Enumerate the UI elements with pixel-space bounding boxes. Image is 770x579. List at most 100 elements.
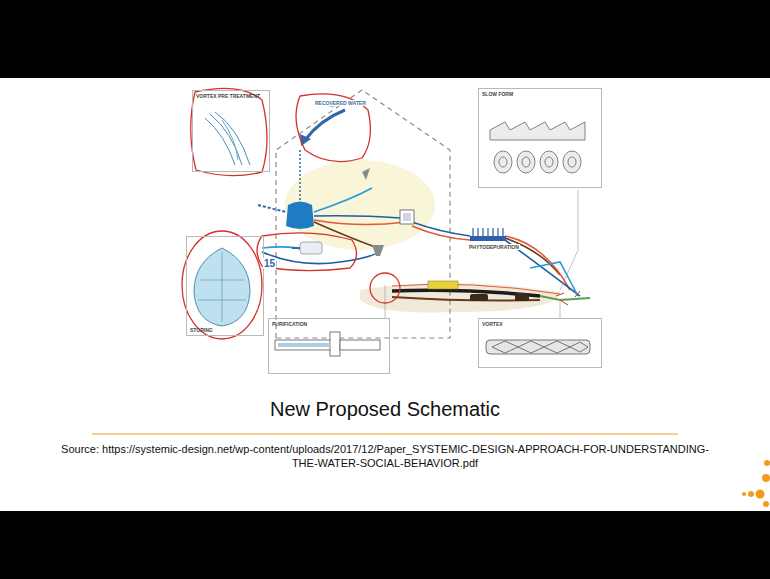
illustration-shape	[370, 273, 400, 303]
callout-label: 15	[263, 258, 276, 269]
illustration-shape	[412, 226, 470, 240]
illustration-shape	[764, 460, 770, 466]
illustration-shape	[200, 280, 244, 281]
detail-panel: VORTEX PRE TREATMENT	[192, 90, 270, 172]
illustration-shape	[756, 490, 765, 499]
panel-heading: PURIFICATION	[269, 319, 389, 329]
illustration-shape	[191, 88, 267, 175]
illustration-shape	[300, 242, 322, 254]
illustration-shape	[540, 296, 590, 300]
illustration-shape	[275, 332, 380, 356]
illustration-shape	[392, 284, 560, 294]
illustration-shape	[299, 150, 301, 200]
illustration-shape	[486, 340, 590, 354]
panel-heading: STORING	[187, 325, 263, 335]
illustration-shape	[522, 157, 530, 167]
illustration-shape	[205, 112, 250, 165]
slide-title: New Proposed Schematic	[0, 398, 770, 421]
illustration-shape	[285, 160, 435, 250]
illustration-shape	[276, 90, 450, 338]
illustration-shape	[490, 122, 585, 173]
illustration-shape	[556, 291, 580, 305]
illustration-shape	[560, 300, 561, 318]
illustration-shape	[497, 228, 498, 236]
illustration-shape	[742, 460, 770, 507]
source-caption: Source: https://systemic-design.net/wp-c…	[55, 442, 715, 470]
illustration-shape	[314, 222, 378, 248]
illustration-shape	[305, 110, 345, 140]
illustration-shape	[490, 122, 585, 140]
illustration-shape	[262, 188, 580, 296]
illustration-shape	[517, 151, 535, 173]
illustration-shape	[570, 342, 588, 352]
illustration-shape	[482, 228, 483, 236]
illustration-shape	[372, 245, 384, 256]
illustration-shape	[257, 233, 357, 271]
illustration-shape	[222, 120, 238, 160]
illustration-shape	[258, 205, 286, 212]
illustration-shape	[314, 216, 400, 218]
illustration-shape	[499, 157, 507, 167]
detail-panel: VORTEX	[478, 318, 602, 368]
illustration-shape	[473, 228, 503, 236]
illustration-shape	[198, 300, 246, 301]
illustration-shape	[492, 341, 518, 353]
callout-label: PHYTODEPURATION	[468, 244, 520, 250]
illustration-shape	[360, 283, 560, 313]
illustration-shape	[205, 118, 235, 165]
illustration-shape	[502, 228, 503, 236]
illustration-shape	[215, 112, 250, 165]
illustration-shape	[198, 252, 246, 322]
illustration-shape	[544, 341, 570, 353]
illustration-shape	[748, 491, 754, 497]
illustration-shape	[568, 157, 576, 167]
illustration-shape	[262, 247, 305, 250]
black-bar	[0, 0, 770, 78]
illustration-shape	[340, 340, 380, 350]
illustration-shape	[92, 433, 678, 434]
panel-heading: SLOW FORM	[479, 89, 601, 99]
illustration-shape	[400, 210, 414, 224]
illustration-shape	[486, 340, 590, 354]
illustration-shape	[477, 228, 478, 236]
illustration-shape	[563, 151, 581, 173]
illustration-shape	[428, 281, 458, 289]
detail-panel: PURIFICATION	[268, 318, 390, 374]
black-bar	[0, 511, 770, 579]
illustration-shape	[742, 492, 746, 496]
illustration-shape	[362, 168, 370, 180]
illustration-shape	[314, 188, 372, 212]
illustration-shape	[470, 294, 488, 301]
illustration-shape	[296, 94, 370, 162]
illustration-shape	[275, 340, 335, 350]
panel-heading: VORTEX	[479, 319, 601, 329]
illustration-shape	[762, 474, 770, 482]
illustration-shape	[518, 341, 544, 353]
illustration-shape	[385, 285, 386, 318]
illustration-shape	[182, 231, 262, 339]
illustration-shape	[403, 213, 411, 221]
illustration-shape	[286, 202, 314, 230]
illustration-shape	[182, 88, 400, 339]
illustration-shape	[540, 151, 558, 173]
panel-heading: VORTEX PRE TREATMENT	[193, 91, 269, 101]
illustration-shape	[545, 157, 553, 167]
illustration-shape	[487, 228, 488, 236]
callout-label: RECOVERED WATER	[314, 100, 367, 106]
illustration-shape	[330, 332, 340, 356]
illustration-shape	[314, 220, 405, 225]
illustration-shape	[194, 248, 250, 326]
illustration-shape	[292, 247, 300, 249]
illustration-shape	[472, 228, 473, 236]
illustration-shape	[222, 252, 223, 322]
detail-panel: SLOW FORM	[478, 88, 602, 188]
illustration-shape	[492, 228, 493, 236]
detail-panel: STORING	[186, 236, 264, 336]
illustration-shape	[278, 343, 330, 347]
illustration-shape	[494, 151, 512, 173]
illustration-shape	[763, 501, 769, 507]
illustration-shape	[515, 293, 529, 301]
illustration-shape	[470, 236, 506, 241]
illustration-shape	[560, 190, 578, 290]
